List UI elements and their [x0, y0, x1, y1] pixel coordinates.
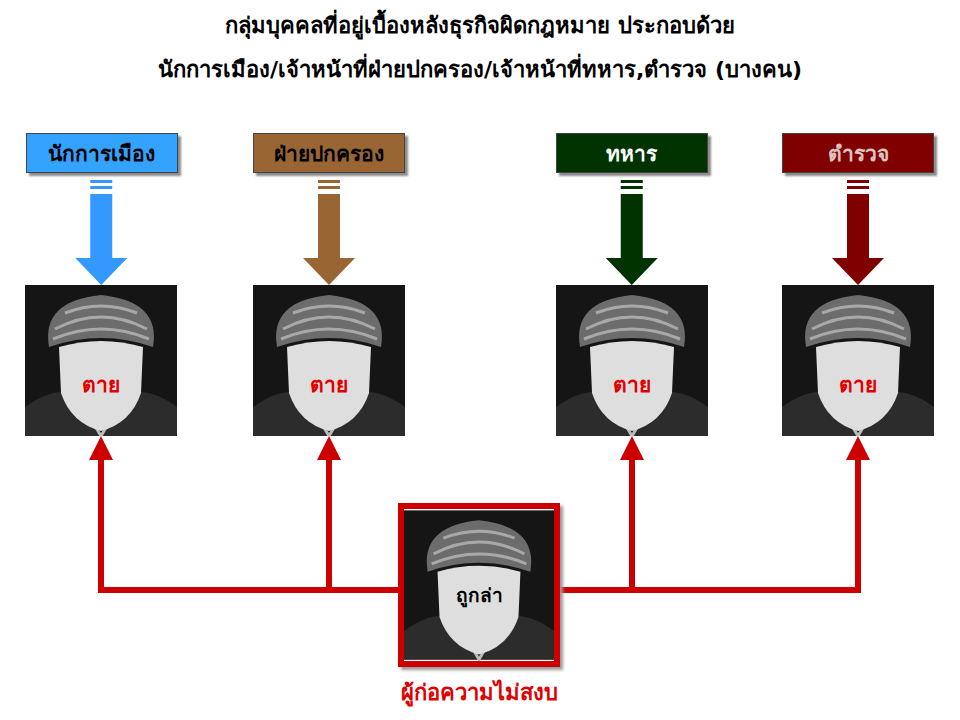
- block-arrow: [303, 194, 355, 285]
- diagram-title: กลุ่มบุคคลที่อยู่เบื้องหลังธุรกิจผิดกฎหม…: [0, 8, 960, 43]
- victim-portrait: ตาย: [782, 285, 934, 436]
- node-text: ตาย: [25, 368, 177, 401]
- arrow-bar: [847, 180, 869, 183]
- group-label: ตำรวจ: [782, 133, 934, 173]
- attack-line: [101, 458, 398, 590]
- group-label: ทหาร: [556, 133, 708, 173]
- arrow-bar: [318, 186, 340, 189]
- connector: [560, 458, 858, 590]
- arrow-bar: [621, 180, 643, 183]
- arrow-bar: [621, 186, 643, 189]
- arrow-bar: [847, 186, 869, 189]
- arrow-bar: [90, 186, 112, 189]
- victim-portrait: ตาย: [253, 285, 405, 436]
- node-text: นักการเมือง: [38, 137, 165, 170]
- connector: [606, 180, 658, 285]
- group-label: ฝ่ายปกครอง: [253, 133, 405, 173]
- victim-portrait: ตาย: [25, 285, 177, 436]
- node-text: ถูกล่า: [404, 580, 554, 610]
- attack-line: [560, 458, 858, 590]
- portrait: [253, 285, 405, 436]
- connector: [832, 180, 884, 285]
- connector: [101, 458, 398, 590]
- arrow-bar: [318, 180, 340, 183]
- block-arrow: [75, 194, 127, 285]
- connector: [560, 458, 632, 590]
- attack-line: [329, 458, 398, 590]
- portrait: [404, 510, 554, 659]
- node-text: ตาย: [253, 368, 405, 401]
- victim-portrait: ตาย: [556, 285, 708, 436]
- title-line: นักการเมือง/เจ้าหน้าที่ฝ่ายปกครอง/เจ้าหน…: [0, 52, 960, 87]
- connector: [303, 180, 355, 285]
- node-text: ฝ่ายปกครอง: [264, 137, 394, 170]
- node-text: ตาย: [782, 368, 934, 401]
- group-label: นักการเมือง: [26, 133, 178, 173]
- block-arrow: [606, 194, 658, 285]
- node-text: ตาย: [556, 368, 708, 401]
- connector: [75, 180, 127, 285]
- attack-line: [560, 458, 632, 590]
- block-arrow: [832, 194, 884, 285]
- arrow-bar: [90, 180, 112, 183]
- portrait: [782, 285, 934, 436]
- node-caption: ผู้ก่อความไม่สงบ: [401, 675, 558, 710]
- portrait: [556, 285, 708, 436]
- portrait: [25, 285, 177, 436]
- node-text: ตำรวจ: [818, 137, 899, 170]
- connector: [329, 458, 398, 590]
- insurgent-portrait: ถูกล่าผู้ก่อความไม่สงบ: [398, 503, 560, 667]
- node-text: ทหาร: [596, 137, 667, 170]
